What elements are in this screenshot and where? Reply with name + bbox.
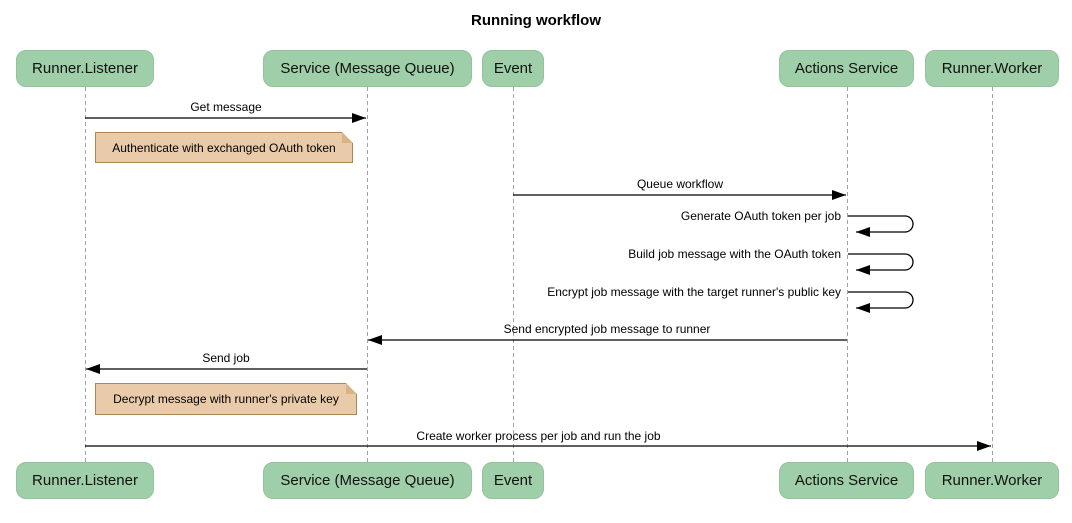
- message-arrow-generate-oauth-token-self-loop: [848, 215, 914, 237]
- actor-label: Actions Service: [794, 60, 899, 77]
- actor-top-runner-worker: Runner.Worker: [925, 50, 1059, 87]
- actor-label: Actions Service: [794, 472, 899, 489]
- message-arrow-build-job-message-self-loop: [848, 253, 914, 275]
- message-label-create-worker-process: Create worker process per job and run th…: [416, 429, 661, 443]
- message-label-queue-workflow: Queue workflow: [636, 177, 724, 191]
- diagram-title: Running workflow: [471, 12, 601, 29]
- note-authenticate-oauth: Authenticate with exchanged OAuth token: [95, 132, 353, 163]
- actor-label: Event: [493, 472, 533, 489]
- actor-bottom-actions-service: Actions Service: [779, 462, 914, 499]
- message-label-generate-oauth-token: Generate OAuth token per job: [680, 209, 841, 223]
- actor-bottom-runner-listener: Runner.Listener: [16, 462, 154, 499]
- actor-label: Runner.Listener: [32, 472, 138, 489]
- message-arrow-encrypt-job-message-self-loop: [848, 291, 914, 313]
- actor-label: Runner.Listener: [32, 60, 138, 77]
- note-decrypt-private-key: Decrypt message with runner's private ke…: [95, 383, 357, 415]
- message-label-build-job-message: Build job message with the OAuth token: [628, 247, 841, 261]
- actor-label: Runner.Worker: [941, 60, 1043, 77]
- actor-label: Runner.Worker: [941, 472, 1043, 489]
- message-label-get-message: Get message: [190, 100, 262, 114]
- actor-top-service-message-queue: Service (Message Queue): [263, 50, 472, 87]
- actor-bottom-runner-worker: Runner.Worker: [925, 462, 1059, 499]
- actor-top-actions-service: Actions Service: [779, 50, 914, 87]
- note-text: Decrypt message with runner's private ke…: [113, 392, 339, 406]
- actor-bottom-event: Event: [482, 462, 544, 499]
- message-label-encrypt-job-message: Encrypt job message with the target runn…: [547, 285, 841, 299]
- actor-top-event: Event: [482, 50, 544, 87]
- message-label-send-encrypted-job-message: Send encrypted job message to runner: [503, 322, 711, 336]
- actor-label: Service (Message Queue): [280, 60, 455, 77]
- actor-top-runner-listener: Runner.Listener: [16, 50, 154, 87]
- note-text: Authenticate with exchanged OAuth token: [112, 140, 336, 155]
- message-label-send-job: Send job: [202, 351, 250, 365]
- actor-label: Service (Message Queue): [280, 472, 455, 489]
- actor-bottom-service-message-queue: Service (Message Queue): [263, 462, 472, 499]
- actor-label: Event: [493, 60, 533, 77]
